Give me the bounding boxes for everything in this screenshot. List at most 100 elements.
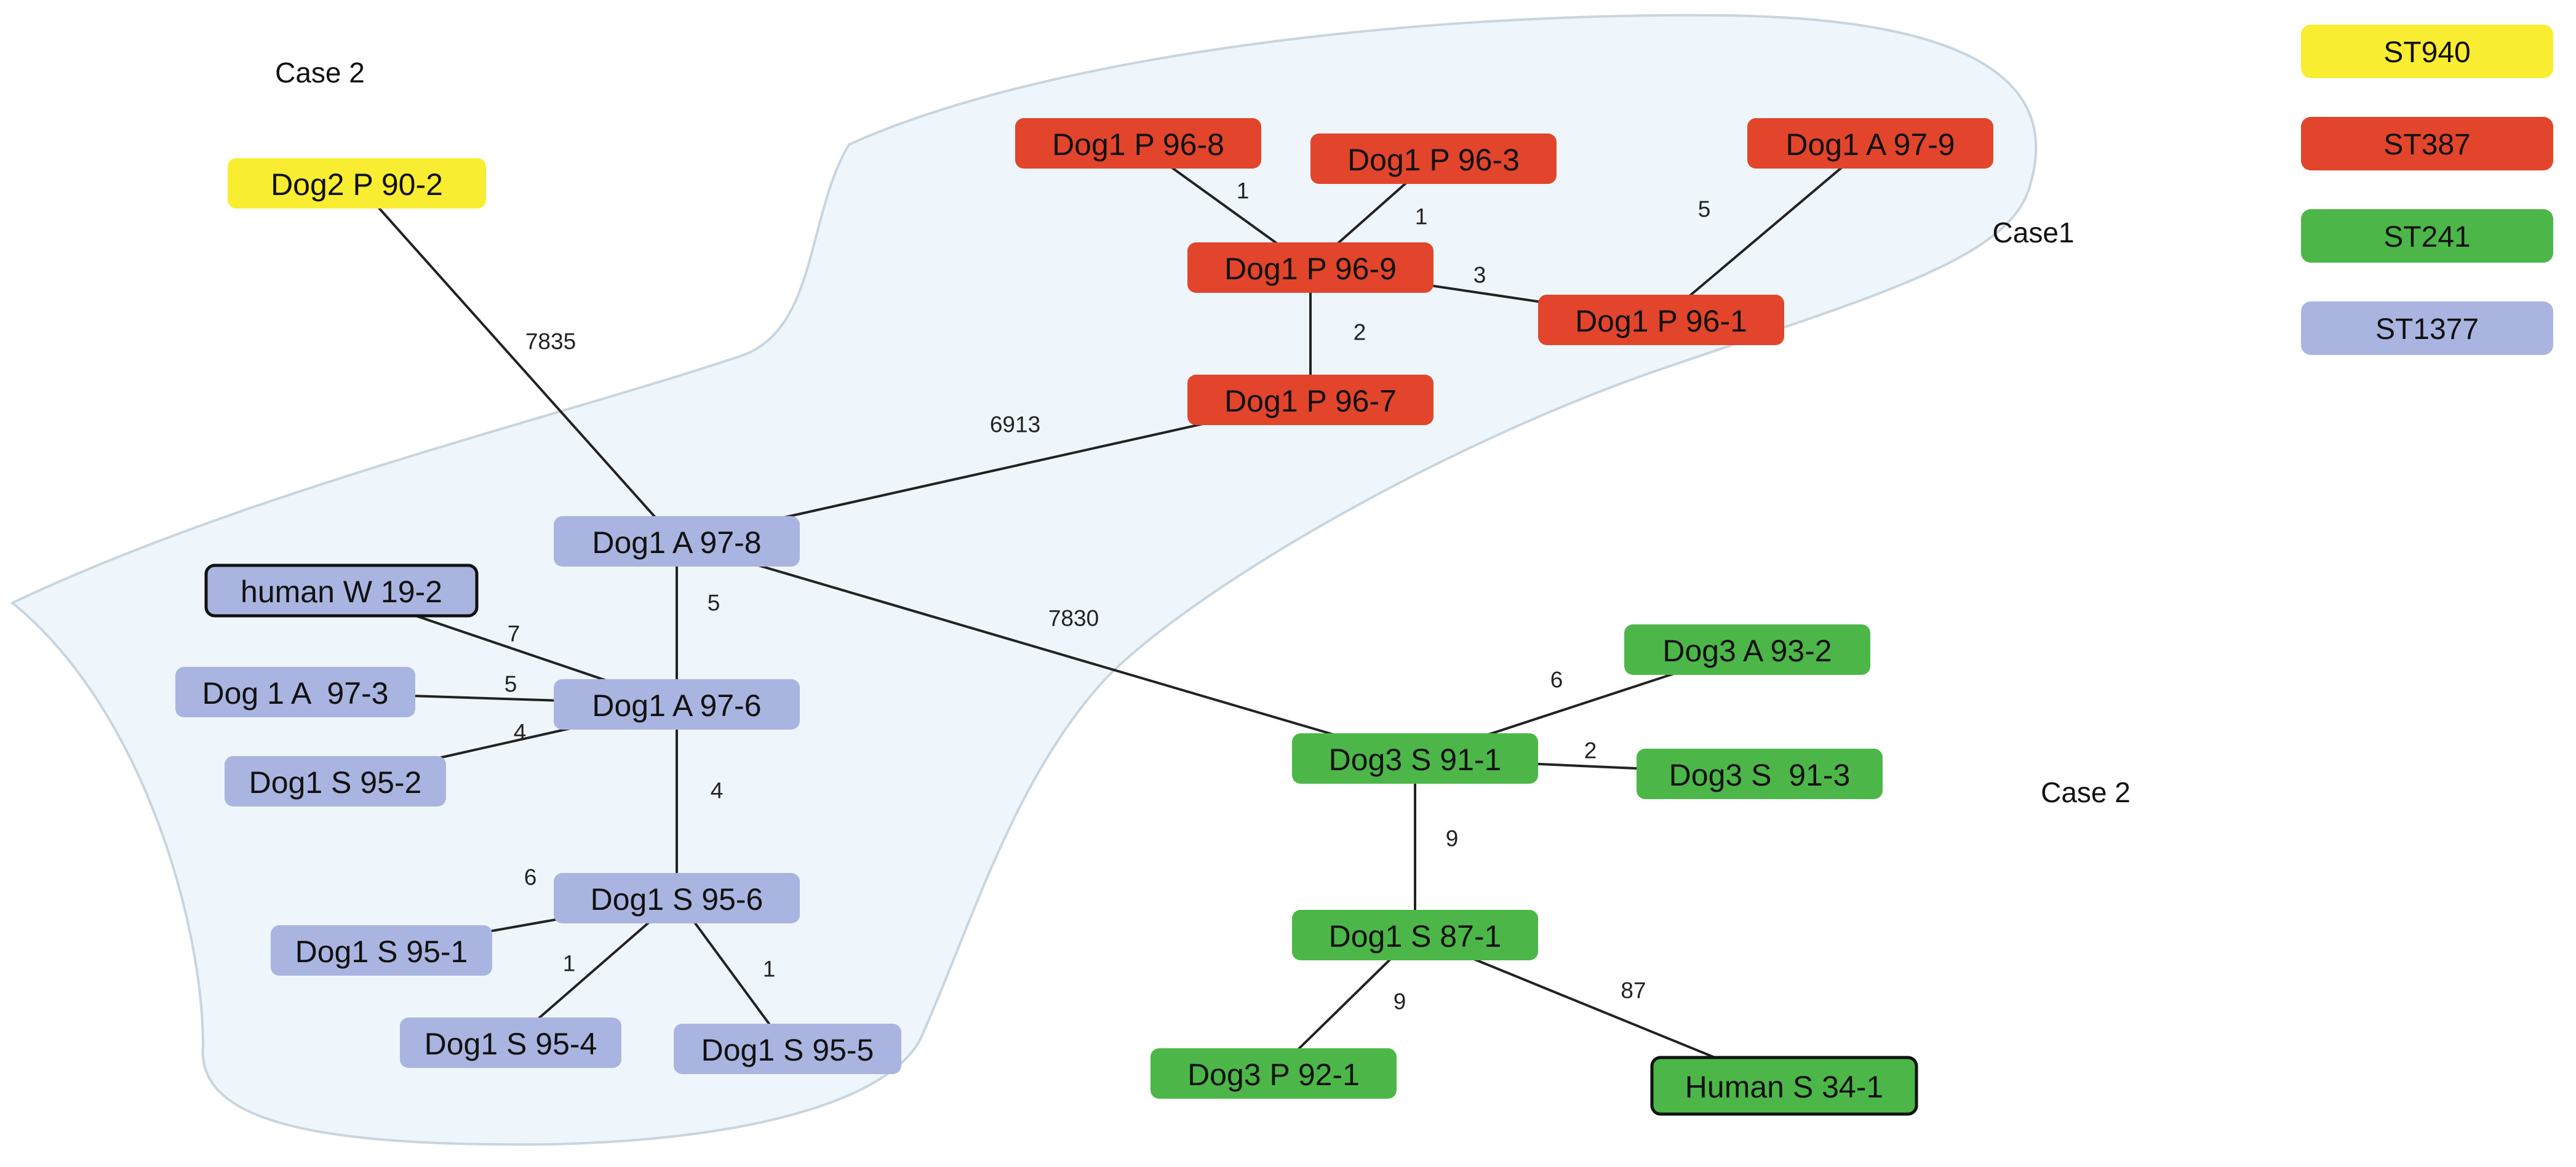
node-label: Dog1 A 97-8	[592, 525, 761, 560]
node-dog1-s-87-1[interactable]: Dog1 S 87-1	[1292, 910, 1538, 960]
node-box	[228, 158, 486, 209]
edge-distance-label: 4	[711, 778, 724, 803]
legend-item-st940: ST940	[2301, 25, 2553, 78]
node-box	[554, 873, 800, 923]
legend-swatch	[2301, 117, 2553, 170]
edge-distance-label: 7830	[1048, 606, 1099, 631]
node-box	[400, 1018, 621, 1068]
legend-swatch	[2301, 209, 2553, 263]
legend-label: ST940	[2383, 36, 2470, 69]
node-label: Dog3 A 93-2	[1662, 634, 1832, 668]
node-dog1-p-96-1[interactable]: Dog1 P 96-1	[1538, 295, 1784, 345]
node-dog-1-a-97-3[interactable]: Dog 1 A 97-3	[175, 667, 415, 717]
node-dog1-a-97-8[interactable]: Dog1 A 97-8	[554, 516, 800, 567]
node-dog1-s-95-2[interactable]: Dog1 S 95-2	[225, 756, 446, 807]
node-label: Dog1 P 96-9	[1224, 252, 1397, 286]
legend-label: ST1377	[2375, 313, 2479, 346]
node-human-s-34-1[interactable]: Human S 34-1	[1650, 1056, 1918, 1116]
edge-distance-label: 6913	[990, 412, 1040, 437]
node-box	[204, 564, 479, 618]
edge-distance-label: 87	[1621, 978, 1646, 1003]
node-dog2-p-90-2[interactable]: Dog2 P 90-2	[228, 158, 486, 209]
node-label: Dog1 P 96-1	[1575, 304, 1747, 338]
edge-distance-label: 5	[504, 672, 517, 697]
legend-label: ST241	[2383, 221, 2470, 253]
node-label: Dog1 S 87-1	[1329, 919, 1502, 954]
node-label: Dog1 S 95-6	[591, 882, 764, 917]
node-dog1-a-97-9[interactable]: Dog1 A 97-9	[1747, 118, 1993, 169]
edge-distance-label: 9	[1394, 989, 1406, 1014]
node-dog1-s-95-5[interactable]: Dog1 S 95-5	[674, 1024, 901, 1074]
legend-item-st1377: ST1377	[2301, 301, 2553, 355]
edge-distance-label: 2	[1584, 738, 1597, 763]
node-box	[1292, 733, 1538, 784]
node-box	[1637, 749, 1883, 799]
legend-item-st241: ST241	[2301, 209, 2553, 263]
node-box	[1187, 242, 1434, 293]
node-label: Dog1 P 96-3	[1347, 143, 1520, 177]
node-human-w-19-2[interactable]: human W 19-2	[204, 564, 479, 618]
edge-distance-label: 7	[508, 621, 520, 647]
legend-item-st387: ST387	[2301, 117, 2553, 170]
case-label-case1: Case1	[1993, 217, 2075, 249]
node-box	[554, 516, 800, 567]
node-label: Dog1 S 95-2	[249, 765, 422, 800]
node-dog1-p-96-8[interactable]: Dog1 P 96-8	[1015, 118, 1261, 169]
node-label: Dog1 S 95-5	[701, 1033, 874, 1067]
node-dog1-s-95-4[interactable]: Dog1 S 95-4	[400, 1018, 621, 1068]
node-box	[175, 667, 415, 717]
node-box	[1747, 118, 1993, 169]
edge-distance-label: 1	[1237, 178, 1250, 204]
node-dog1-p-96-3[interactable]: Dog1 P 96-3	[1310, 133, 1557, 184]
edge-dog1-a-97-9-to-dog1-p-96-1	[1660, 142, 1872, 321]
edge-distance-label: 3	[1473, 263, 1486, 288]
node-dog3-s-91-1[interactable]: Dog3 S 91-1	[1292, 733, 1538, 784]
node-box	[1292, 910, 1538, 960]
node-dog1-s-95-6[interactable]: Dog1 S 95-6	[554, 873, 800, 923]
node-box	[674, 1024, 901, 1074]
node-label: Dog1 P 96-7	[1224, 384, 1397, 418]
node-label: Dog1 A 97-9	[1785, 127, 1955, 162]
edge-dog1-a-97-8-to-dog3-s-91-1	[676, 540, 1416, 760]
node-box	[1310, 133, 1557, 184]
node-box	[271, 925, 492, 976]
legend-label: ST387	[2383, 129, 2470, 161]
node-label: Dog1 A 97-6	[592, 688, 761, 723]
edge-distance-label: 9	[1446, 826, 1459, 851]
edge-dog2-p-90-2-to-dog1-a-97-8	[356, 182, 678, 543]
edge-distance-label: 4	[514, 720, 527, 745]
node-dog1-p-96-9[interactable]: Dog1 P 96-9	[1187, 242, 1434, 293]
edge-distance-label: 1	[763, 957, 776, 982]
node-dog3-a-93-2[interactable]: Dog3 A 93-2	[1624, 624, 1870, 675]
node-box	[1538, 295, 1784, 345]
edge-distance-label: 2	[1354, 320, 1366, 345]
case-label-case2-right: Case 2	[2041, 776, 2131, 808]
edge-distance-label: 6	[1550, 667, 1563, 693]
node-label: Dog3 P 92-1	[1187, 1057, 1360, 1092]
node-label: Human S 34-1	[1685, 1070, 1883, 1104]
node-box	[1624, 624, 1870, 675]
case1-cluster-region	[10, 14, 2038, 1146]
edge-distance-label: 6	[524, 865, 537, 890]
node-dog1-p-96-7[interactable]: Dog1 P 96-7	[1187, 375, 1434, 425]
node-box	[554, 679, 800, 730]
node-dog3-s-91-3[interactable]: Dog3 S 91-3	[1637, 749, 1883, 799]
node-label: Dog1 S 95-1	[295, 934, 468, 969]
edge-distance-label: 1	[1415, 204, 1428, 229]
node-box	[1187, 375, 1434, 425]
node-box	[1150, 1048, 1397, 1099]
node-box	[225, 756, 446, 807]
edge-distance-label: 1	[563, 951, 576, 976]
node-label: Dog1 P 96-8	[1052, 127, 1224, 162]
node-label: human W 19-2	[241, 575, 442, 609]
node-dog1-a-97-6[interactable]: Dog1 A 97-6	[554, 679, 800, 730]
node-label: Dog3 S 91-1	[1329, 743, 1502, 777]
node-box	[1015, 118, 1261, 169]
node-box	[1650, 1056, 1918, 1116]
node-dog3-p-92-1[interactable]: Dog3 P 92-1	[1150, 1048, 1397, 1099]
legend-swatch	[2301, 301, 2553, 355]
node-dog1-s-95-1[interactable]: Dog1 S 95-1	[271, 925, 492, 976]
edge-distance-label: 5	[1698, 197, 1711, 222]
